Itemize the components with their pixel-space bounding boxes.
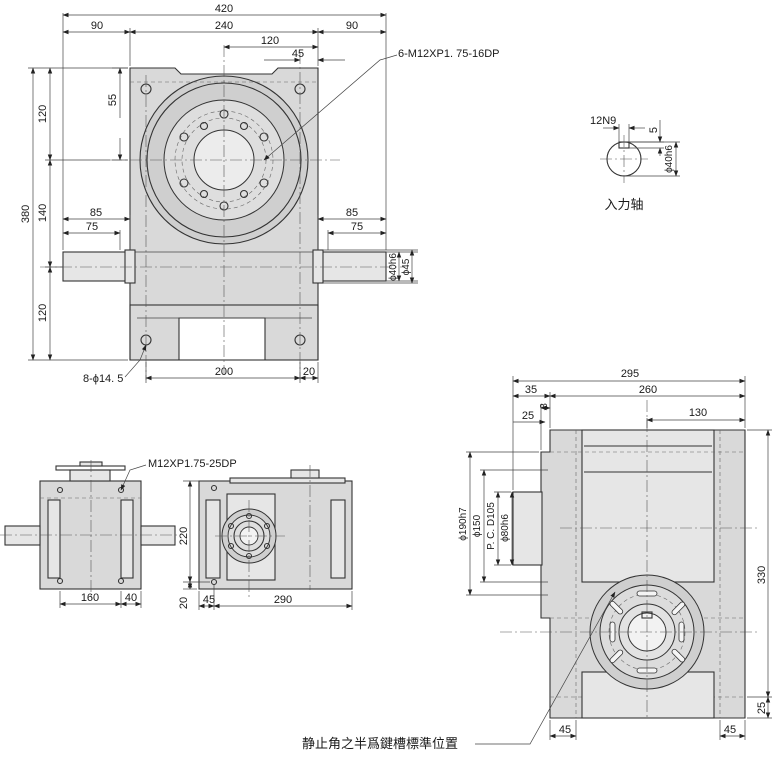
front-view-right-shaft — [140, 525, 176, 546]
dim-left-offset: 90 — [91, 20, 103, 32]
dim-right-offset: 90 — [346, 20, 358, 32]
dim-side-offset: 40 — [125, 592, 137, 604]
dim-right-step-b: 8 — [539, 403, 550, 409]
dim-upper-height: 120 — [37, 105, 49, 123]
dim-right-half-width: 130 — [689, 407, 707, 419]
dim-shaft-collar-dia: ϕ45 — [401, 258, 412, 275]
dim-center-width: 240 — [215, 20, 233, 32]
dim-side-height: 220 — [178, 527, 190, 545]
dim-right-bottom-step: 25 — [756, 702, 768, 714]
right-view: 295 35 260 130 25 8 ϕ190h7 ϕ150 P. C. D1… — [302, 368, 772, 752]
dim-flange-offset: 55 — [107, 94, 119, 106]
dim-right-dia-b: ϕ150 — [472, 514, 483, 537]
input-shaft-dia-label: ϕ40h6 — [664, 145, 675, 173]
side-view: 220 20 45 290 — [178, 465, 353, 610]
dim-shaft-left-outer: 85 — [90, 207, 102, 219]
front-thread-label: M12XP1.75-25DP — [148, 458, 237, 470]
top-view-left-shaft — [62, 251, 131, 282]
dim-right-right-foot: 45 — [724, 724, 736, 736]
dim-side-left-offset: 45 — [203, 594, 215, 606]
keyway-depth-label: 5 — [648, 127, 660, 133]
mount-holes-label: 8-ϕ14. 5 — [83, 373, 123, 385]
dim-hole-offset: 45 — [292, 48, 304, 60]
dim-shaft-right-outer: 85 — [346, 207, 358, 219]
dim-side-base-length: 290 — [274, 594, 292, 606]
dim-shaft-right-inner: 75 — [351, 221, 363, 233]
dim-right-overall-width: 295 — [621, 368, 639, 380]
dim-middle-height: 140 — [37, 204, 49, 222]
input-shaft-caption: 入力轴 — [604, 198, 643, 213]
front-view: M12XP1.75-25DP 160 40 — [0, 458, 237, 608]
keyway-position-note: 静止角之半爲鍵槽標準位置 — [302, 736, 458, 752]
top-view-flange-holes — [179, 109, 269, 211]
flange-thread-label: 6-M12XP1. 75-16DP — [398, 48, 500, 60]
dim-side-bottom-offset: 20 — [178, 597, 190, 609]
dim-hole-span: 200 — [215, 366, 233, 378]
dim-overall-height: 380 — [20, 205, 32, 223]
keyway-width-label: 12N9 — [590, 115, 616, 127]
dim-shaft-dia: ϕ40h6 — [388, 253, 399, 281]
dim-right-height: 330 — [756, 566, 768, 584]
dim-right-left-offset: 35 — [525, 384, 537, 396]
dim-right-pcd: P. C. D105 — [486, 502, 497, 550]
top-view-right-shaft — [317, 251, 387, 282]
front-view-left-shaft — [4, 525, 41, 546]
dim-right-main-width: 260 — [639, 384, 657, 396]
dim-lower-height: 120 — [37, 304, 49, 322]
dim-right-step-a: 25 — [522, 410, 534, 422]
dim-right-left-foot: 45 — [559, 724, 571, 736]
dim-hole-edge: 20 — [303, 366, 315, 378]
dim-half-span: 120 — [261, 35, 279, 47]
dim-base-width: 160 — [81, 592, 99, 604]
top-view: 420 90 240 90 120 45 6-M12XP1. 75-16DP 5… — [20, 3, 500, 385]
dim-shaft-left-inner: 75 — [86, 221, 98, 233]
dim-overall-width: 420 — [215, 3, 233, 15]
dim-right-dia-c: ϕ80h6 — [500, 514, 511, 542]
dim-right-dia-a: ϕ190h7 — [458, 507, 469, 541]
input-shaft-detail: 12N9 5 ϕ40h6 入力轴 — [590, 115, 680, 213]
